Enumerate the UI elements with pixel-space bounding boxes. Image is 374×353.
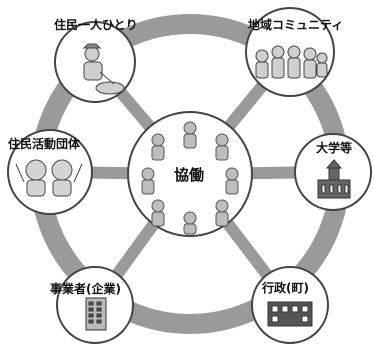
center-label: 協働 <box>174 166 205 184</box>
label-groups: 住民活動団体 <box>8 137 81 151</box>
node-university <box>294 133 372 211</box>
node-community <box>245 7 335 97</box>
office-building-icon <box>85 297 107 331</box>
label-business: 事業者(企業) <box>50 282 121 296</box>
label-community: 地域コミュニティ <box>248 18 344 32</box>
town-office-icon <box>267 301 313 327</box>
node-business <box>56 266 134 344</box>
label-government: 行政(町) <box>262 281 309 295</box>
crowd-icon <box>255 45 328 79</box>
label-resident: 住民一人ひとり <box>54 18 138 32</box>
university-building-icon <box>317 159 351 199</box>
node-groups <box>7 129 93 215</box>
label-university: 大学等 <box>316 141 353 155</box>
cheering-people-icon <box>15 159 83 197</box>
node-government <box>251 266 329 344</box>
gardener-icon <box>82 43 125 95</box>
people-circle-icon <box>141 121 239 235</box>
node-resident <box>54 21 136 103</box>
center-node <box>127 111 253 237</box>
